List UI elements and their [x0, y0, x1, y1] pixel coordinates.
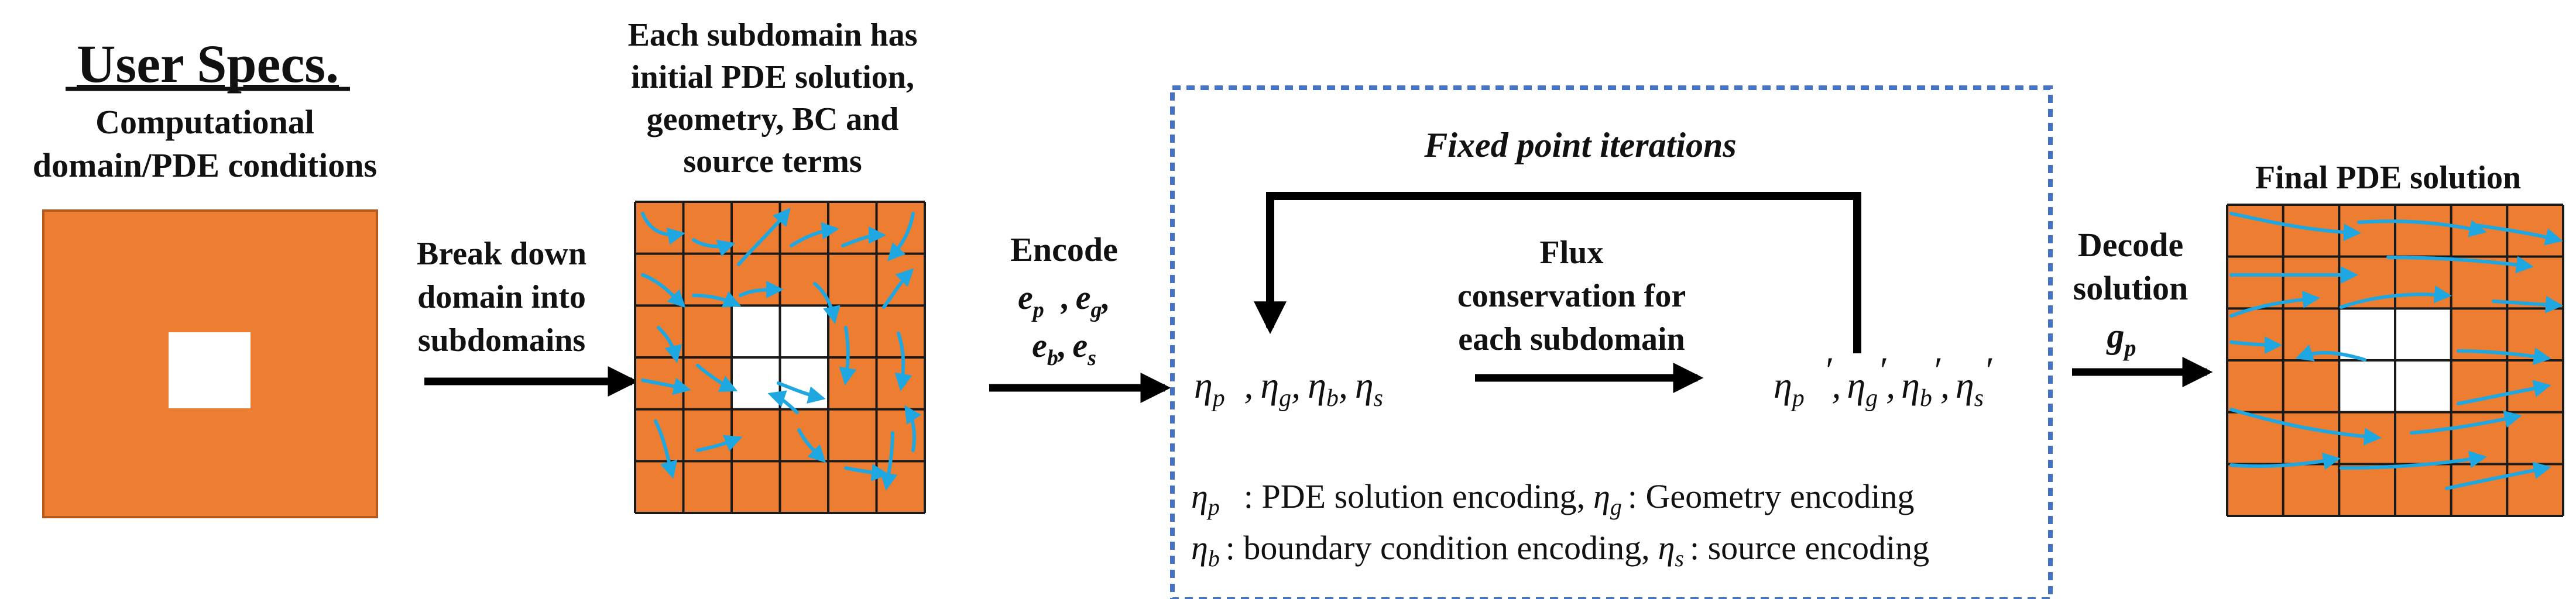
- initial-flow-arrow: [882, 268, 914, 309]
- decode-line2: solution: [2073, 269, 2189, 307]
- breakdown-line2: domain into: [417, 279, 586, 315]
- legend-line2: ηb: boundary condition encoding,ηs: sour…: [1191, 529, 1929, 572]
- subdomain-info-line4: source terms: [683, 143, 862, 180]
- final-flow-arrow: [2229, 290, 2320, 318]
- subdomain-info-line1: Each subdomain has: [628, 17, 918, 53]
- initial-subdomain-grid: [634, 201, 926, 514]
- fixed-point-box: [1170, 85, 2053, 599]
- final-flow-arrow: [2445, 462, 2551, 490]
- encode-title: Encode: [1010, 230, 1118, 268]
- flux-line3: each subdomain: [1458, 321, 1685, 357]
- subdomain-info-line2: initial PDE solution,: [631, 59, 914, 95]
- flux-line2: conservation for: [1457, 278, 1686, 314]
- final-flow-arrow: [2457, 347, 2551, 365]
- eta-set-input: ηp⃗,ηg,ηb,ηs: [1194, 364, 1383, 412]
- final-flow-arrow: [2340, 285, 2452, 309]
- initial-flow-arrow: [790, 222, 839, 247]
- initial-flow-arrow: [767, 390, 799, 414]
- subdomain-info-line3: geometry, BC and: [647, 101, 899, 137]
- flux-line1: Flux: [1540, 235, 1604, 271]
- initial-flow-arrow: [839, 326, 857, 385]
- initial-flow-arrow: [696, 435, 743, 452]
- initial-flow-arrow: [737, 208, 791, 266]
- breakdown-line1: Break down: [417, 236, 586, 272]
- initial-flow-arrow: [797, 428, 826, 463]
- initial-flow-arrow: [641, 273, 686, 308]
- feedback-loop-arrow: [1254, 192, 1861, 353]
- breakdown-line3: subdomains: [418, 322, 585, 359]
- final-title: Final PDE solution: [2255, 160, 2521, 196]
- initial-flow-arrow: [880, 431, 898, 491]
- encode-vars-line1: ep⃗,eg,: [1018, 278, 1110, 322]
- final-flow-arrow: [2229, 212, 2361, 242]
- user-specs-line1: Computational: [95, 103, 314, 141]
- initial-flow-arrow: [813, 282, 841, 324]
- final-flow-arrow: [2492, 295, 2563, 314]
- initial-flow-arrow: [739, 281, 784, 299]
- encode-vars-line2: eb,es: [1032, 326, 1096, 370]
- decode-line1: Decode: [2078, 226, 2183, 264]
- legend-line1: ηp⃗: PDE solution encoding,ηg: Geometry …: [1191, 477, 1915, 520]
- final-flow-arrow: [2229, 452, 2341, 470]
- user-specs-title: User Specs.: [77, 34, 339, 94]
- domain-hole: [169, 332, 251, 408]
- eta-set-output: ηp⃗′,ηg′,ηb′,ηs′: [1774, 349, 1992, 412]
- final-solution-grid: [2226, 204, 2564, 517]
- fixed-point-title: Fixed point iterations: [1424, 126, 1736, 164]
- decode-var: gp⃗: [2105, 316, 2154, 361]
- final-flow-arrow: [2474, 223, 2563, 246]
- final-flow-arrow: [2457, 380, 2551, 405]
- initial-flow-arrow: [894, 332, 913, 391]
- final-flow-arrow: [2357, 219, 2487, 237]
- final-flow-arrow: [2295, 345, 2366, 362]
- initial-flow-arrow: [841, 226, 886, 247]
- final-flow-arrow: [2410, 410, 2522, 435]
- initial-flow-arrow: [692, 238, 736, 257]
- initial-flow-arrow: [904, 405, 922, 452]
- initial-flow-arrow: [657, 326, 682, 363]
- initial-flow-arrow: [641, 212, 685, 245]
- final-flow-arrow: [2229, 336, 2282, 354]
- initial-flow-arrow: [641, 377, 691, 395]
- final-flow-arrow: [2340, 450, 2487, 470]
- initial-flow-arrow: [654, 419, 678, 479]
- final-flow-arrow: [2229, 408, 2382, 446]
- initial-flow-arrow: [777, 381, 826, 404]
- initial-flow-arrow: [692, 291, 742, 308]
- initial-flow-arrow: [696, 364, 738, 392]
- initial-flow-arrow: [887, 212, 915, 261]
- user-specs-line2: domain/PDE conditions: [33, 146, 377, 184]
- final-flow-arrow: [2386, 256, 2534, 274]
